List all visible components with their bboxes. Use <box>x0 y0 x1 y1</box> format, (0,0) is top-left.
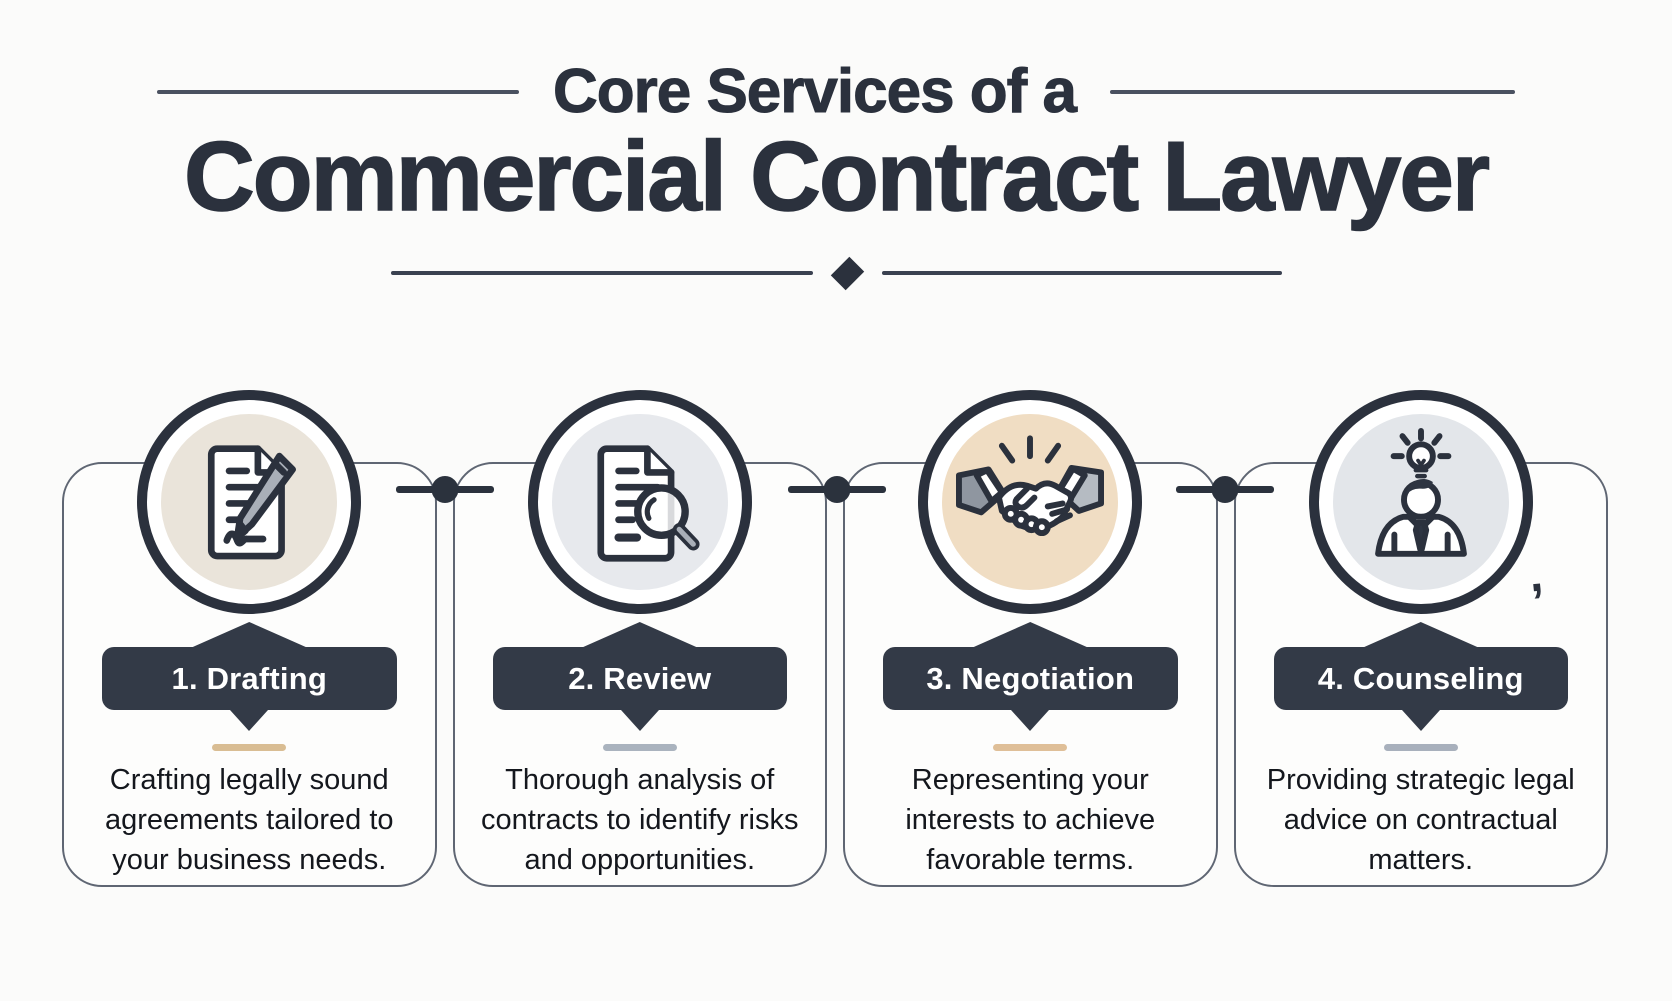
document-magnifier-icon <box>597 445 700 562</box>
icon-badge-fill <box>551 414 728 590</box>
step-banner: 2. Review <box>492 647 787 710</box>
person-idea-icon <box>1374 428 1467 557</box>
accent-divider <box>993 744 1068 751</box>
diamond-icon <box>830 256 864 290</box>
icon-badge-fill <box>1332 414 1509 590</box>
accent-divider <box>212 744 287 751</box>
step-banner: 3. Negotiation <box>883 647 1178 710</box>
icon-badge-circle <box>918 390 1143 614</box>
divider-rule-right <box>881 271 1282 275</box>
kicker-rule-left <box>156 90 519 94</box>
infographic-header: Core Services of a Commercial Contract L… <box>0 57 1672 290</box>
service-card-drafting: 1. Drafting Crafting legally sound agree… <box>62 390 437 887</box>
icon-badge-circle <box>527 390 752 614</box>
divider-rule-left <box>390 271 813 275</box>
step-banner: 1. Drafting <box>102 647 397 710</box>
connector-line-1 <box>396 486 494 493</box>
kicker-rule-right <box>1110 90 1516 94</box>
page-title: Commercial Contract Lawyer <box>183 121 1491 231</box>
service-card-review: 2. Review Thorough analysis of contracts… <box>452 390 827 887</box>
service-card-negotiation: 3. Negotiation Representing your interes… <box>843 390 1218 887</box>
icon-badge-circle <box>137 390 362 614</box>
connector-line-3 <box>1176 486 1274 493</box>
step-description: Representing your interests to achieve f… <box>905 764 1156 876</box>
accent-divider <box>1383 744 1458 751</box>
step-label: 1. Drafting <box>171 660 327 696</box>
step-label: 2. Review <box>568 660 712 696</box>
connector-line-2 <box>788 486 886 493</box>
icon-badge-fill <box>942 414 1119 590</box>
step-label: 3. Negotiation <box>926 660 1135 696</box>
kicker-row: Core Services of a <box>0 57 1672 126</box>
accent-divider <box>602 744 677 751</box>
handshake-icon <box>956 435 1105 537</box>
service-card-counseling: 4. Counseling Providing strategic legal … <box>1233 390 1608 887</box>
icon-badge-circle <box>1308 390 1533 614</box>
step-banner: 4. Counseling <box>1273 647 1568 710</box>
services-row: 1. Drafting Crafting legally sound agree… <box>62 390 1608 887</box>
step-description: Thorough analysis of contracts to identi… <box>481 764 799 876</box>
step-description: Crafting legally sound agreements tailor… <box>104 764 394 876</box>
step-description: Providing strategic legal advice on cont… <box>1266 764 1575 876</box>
title-divider <box>0 256 1672 290</box>
contract-pen-icon <box>208 445 297 560</box>
step-label: 4. Counseling <box>1317 660 1524 696</box>
kicker-text: Core Services of a <box>552 57 1077 126</box>
icon-badge-fill <box>161 414 338 590</box>
